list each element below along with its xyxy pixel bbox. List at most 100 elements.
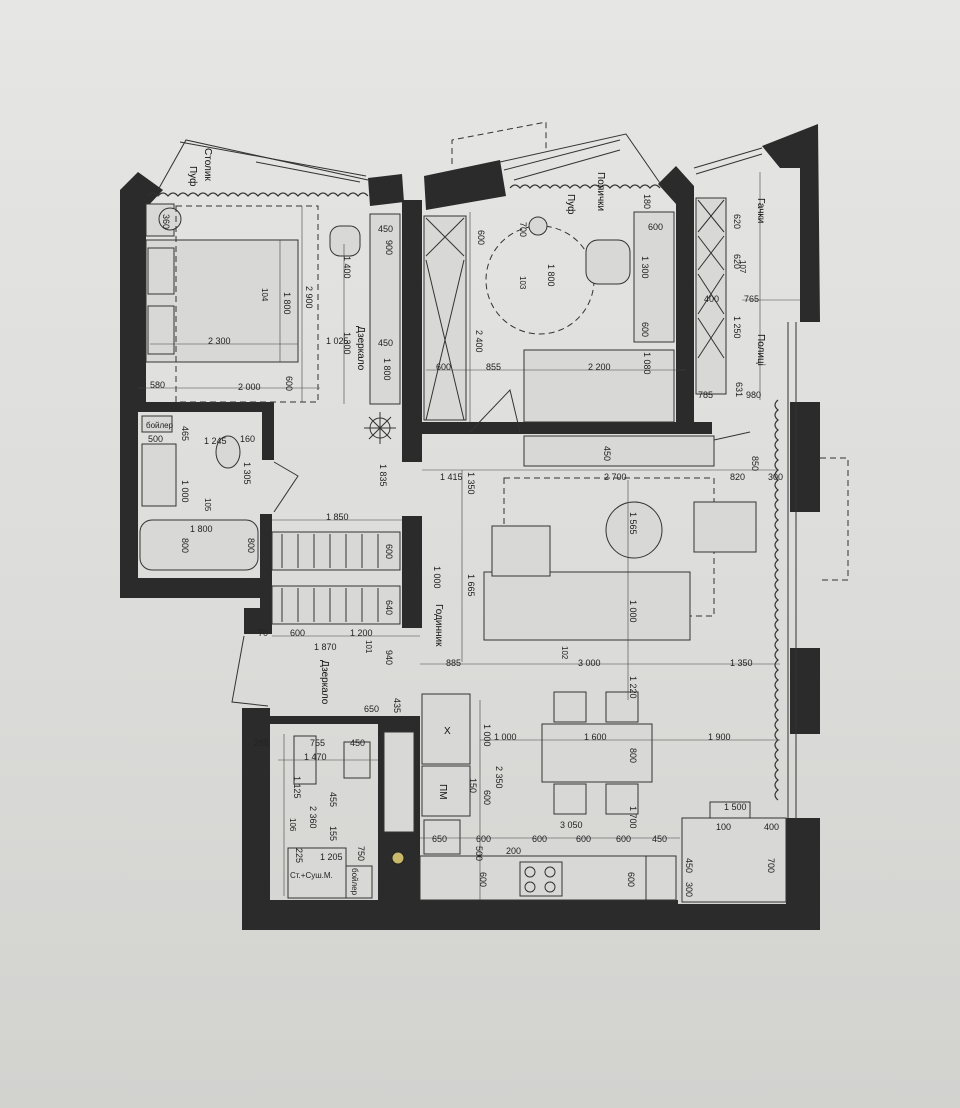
study-sofa (523, 349, 675, 423)
window-dressing (693, 147, 763, 175)
dim: 2 400 (474, 330, 484, 353)
door-entrance (231, 635, 269, 707)
dim: 1 835 (378, 464, 388, 487)
hob-burner-3 (524, 881, 536, 893)
wall-wc-north (270, 716, 390, 724)
curtain-study (509, 184, 661, 189)
dim: 800 (180, 538, 190, 553)
utility-shaft (383, 731, 415, 833)
study-wardrobe-hatch (425, 217, 465, 421)
dim: 1 300 (640, 256, 650, 279)
window-living-east (787, 322, 797, 820)
dim: 600 (532, 834, 547, 844)
dim: 1 205 (320, 852, 343, 862)
dim: 300 (684, 882, 694, 897)
wall-bath-north (138, 402, 272, 412)
dim: 100 (716, 822, 731, 832)
plant-icon (364, 412, 396, 444)
dim: 450 (652, 834, 667, 844)
dim: 2 350 (494, 766, 504, 789)
hob-burner-2 (544, 866, 556, 878)
dim: 1 300 (342, 332, 352, 355)
dim: 1 400 (342, 256, 352, 279)
wall-south (242, 708, 790, 930)
dim: 620 (732, 214, 742, 229)
bathtub (139, 519, 259, 571)
dim: 1 850 (326, 512, 349, 522)
room-107: 107 (738, 260, 747, 274)
dim: 620 (732, 254, 742, 269)
dim: 1 305 (242, 462, 252, 485)
dim: 265 (254, 738, 269, 748)
room-103: 103 (518, 276, 527, 290)
room-numbers: 104 103 107 105 102 101 106 (203, 260, 747, 832)
label-puf-bedroom: Пуф (187, 166, 199, 186)
dim: 3 050 (560, 820, 583, 830)
sofa-back (483, 571, 691, 641)
wall-bath-south (138, 578, 270, 598)
dim: 1 470 (304, 752, 327, 762)
label-bojler-wc: бойлер (350, 868, 359, 896)
dressing-shelves (695, 197, 727, 395)
label-polytsi: Полиці (755, 334, 766, 366)
hob-burner-1 (524, 866, 536, 878)
bath-boiler (141, 415, 173, 433)
balcony-desk (681, 817, 787, 903)
dim: 600 (476, 230, 486, 245)
wall-east-lower (790, 648, 820, 734)
wall-east-bottom (786, 818, 820, 930)
dim: 1 080 (642, 352, 652, 375)
wall-east-top (762, 124, 820, 322)
dim: 600 (640, 322, 650, 337)
windows (147, 121, 849, 820)
dim: 640 (384, 600, 394, 615)
dim: 1 700 (628, 806, 638, 829)
dim: 755 (310, 738, 325, 748)
dim: 580 (150, 380, 165, 390)
label-stolyk: Столик (202, 148, 213, 181)
dim: 2 700 (604, 472, 627, 482)
balcony-bench (709, 801, 751, 819)
pillow-top (147, 247, 175, 295)
door-dressing (713, 431, 751, 441)
dim: 600 (284, 376, 294, 391)
washer-dryer (287, 847, 347, 899)
label-polychky: Полички (595, 172, 606, 211)
dim: 600 (648, 222, 663, 232)
pouf-bedroom (158, 207, 182, 231)
dim: 465 (180, 426, 190, 441)
dim: 600 (576, 834, 591, 844)
dim: 200 (506, 846, 521, 856)
study-tv (523, 435, 715, 467)
dim: 980 (746, 390, 761, 400)
dim: 150 (468, 778, 478, 793)
dim: 1 500 (724, 802, 747, 812)
dim: 225 (294, 848, 304, 863)
wall-bedroom-north-pillar (368, 174, 404, 206)
window-study-sill (503, 139, 621, 181)
dim: 1 600 (584, 732, 607, 742)
coffee-table (605, 501, 663, 559)
dim: 400 (704, 294, 719, 304)
room-105: 105 (203, 498, 212, 512)
dim: 600 (384, 544, 394, 559)
walls (120, 124, 820, 930)
dim: 1 245 (204, 436, 227, 446)
toilet-bath (215, 435, 241, 469)
dim: 820 (730, 472, 745, 482)
label-st-sush: Ст.+Суш.М. (290, 871, 333, 880)
dim: 360 (161, 214, 171, 229)
dressing-shelves-hatch (697, 199, 725, 359)
dim: 70 (258, 628, 268, 638)
dim: 300 (768, 472, 783, 482)
label-dzerkalo-bedroom: Дзеркало (355, 326, 366, 371)
dim: 1 800 (546, 264, 556, 287)
armchair (693, 501, 757, 553)
utility-meter (391, 851, 405, 865)
bedroom-chair (329, 225, 361, 257)
study-rug (485, 225, 595, 335)
dim: 800 (246, 538, 256, 553)
label-dzerkalo-hall: Дзеркало (319, 660, 330, 705)
dim: 600 (626, 872, 636, 887)
